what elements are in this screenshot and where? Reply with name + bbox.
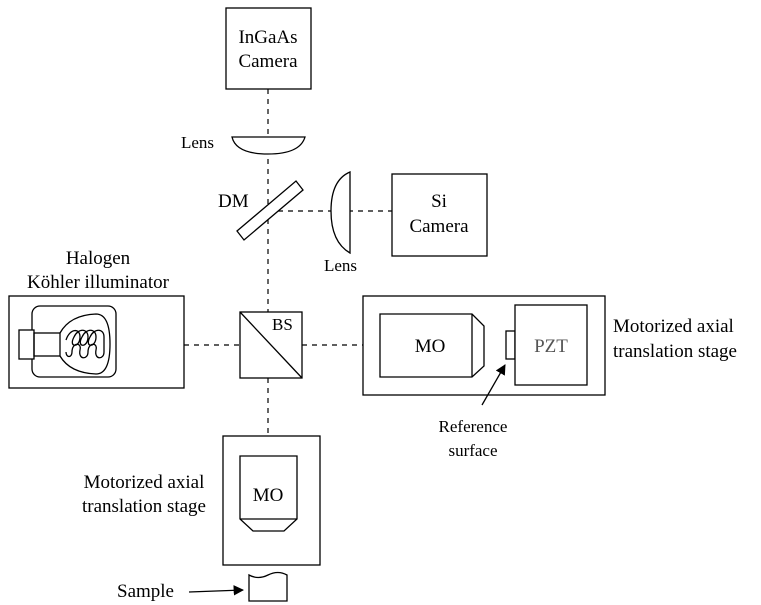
halogen-label-line2: Köhler illuminator [27,272,170,293]
stage-left-label-line1: Motorized axial [84,472,205,493]
mo-bottom-label: MO [253,485,284,506]
dm-label: DM [218,191,249,212]
reference-label-line2: surface [448,441,497,460]
dichroic-mirror [236,180,304,241]
halogen-filament-icon [65,329,105,359]
sample-arrow [188,585,245,596]
right-lens [330,171,351,255]
pzt-label: PZT [534,336,568,357]
reference-surface-arrow [481,364,506,406]
bs-label: BS [272,315,293,334]
ingaas-camera-label-line1: InGaAs [238,27,297,48]
reference-surface [505,330,516,360]
stage-right-label-line2: translation stage [613,341,737,362]
si-camera-box [391,173,488,257]
halogen-label-line1: Halogen [66,248,131,269]
sample [248,571,288,602]
halogen-lamp-socket [18,329,35,360]
si-camera-label-line2: Camera [409,216,469,237]
right-lens-label: Lens [324,256,357,275]
halogen-bulb-base [33,332,61,357]
mo-right-label: MO [415,336,446,357]
si-camera-label-line1: Si [431,191,447,212]
reference-label-line1: Reference [439,417,508,436]
stage-left-label-line2: translation stage [82,496,206,517]
sample-label: Sample [117,581,174,602]
pzt-box [514,304,588,386]
beam-splitter-diagonal [239,311,303,379]
top-lens-label: Lens [181,133,214,152]
ingaas-camera-box [225,7,312,90]
halogen-bulb-glass [59,313,111,375]
top-lens [231,136,306,155]
stage-right-label-line1: Motorized axial [613,316,734,337]
ingaas-camera-label-line2: Camera [238,51,298,72]
